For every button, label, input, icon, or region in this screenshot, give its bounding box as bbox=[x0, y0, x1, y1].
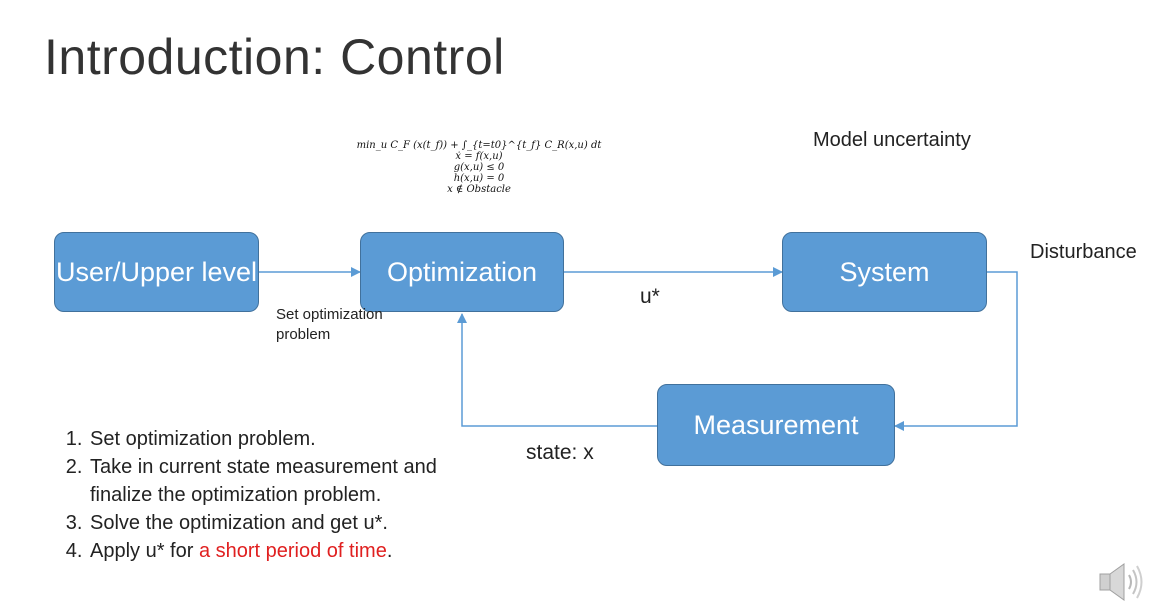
step-item: Take in current state measurement and fi… bbox=[88, 453, 478, 509]
formula-objective: min_u C_F (x(t_f)) + ∫_{t=t0}^{t_f} C_R(… bbox=[356, 140, 602, 151]
label-u-star: u* bbox=[640, 285, 660, 308]
step-item: Apply u* for a short period of time. bbox=[88, 537, 478, 565]
optimization-formula: min_u C_F (x(t_f)) + ∫_{t=t0}^{t_f} C_R(… bbox=[354, 140, 604, 195]
formula-inequality: g(x,u) ≤ 0 bbox=[453, 162, 505, 173]
block-user-upper-level: User/Upper level bbox=[54, 232, 259, 312]
block-system: System bbox=[782, 232, 987, 312]
step-item: Set optimization problem. bbox=[88, 425, 478, 453]
label-state-x: state: x bbox=[526, 441, 594, 464]
step-4-end: . bbox=[386, 540, 393, 562]
arrow-measurement-to-optimization bbox=[457, 313, 657, 427]
formula-obstacle: x ∉ Obstacle bbox=[447, 184, 511, 195]
block-optimization: Optimization bbox=[360, 232, 564, 312]
slide-title: Introduction: Control bbox=[44, 29, 505, 85]
arrow-system-to-measurement bbox=[894, 271, 1018, 431]
block-measurement: Measurement bbox=[657, 384, 895, 466]
speaker-icon[interactable] bbox=[1098, 560, 1146, 604]
step-item: Solve the optimization and get u*. bbox=[88, 509, 478, 537]
steps-list: Set optimization problem. Take in curren… bbox=[54, 425, 478, 565]
formula-dynamics: ẋ = f(x,u) bbox=[455, 151, 503, 162]
label-model-uncertainty: Model uncertainty bbox=[813, 129, 971, 151]
formula-equality: h(x,u) = 0 bbox=[453, 173, 505, 184]
label-set-optimization-problem: Set optimization problem bbox=[276, 306, 383, 343]
step-4-text: Apply u* for bbox=[90, 540, 199, 562]
step-4-highlight: a short period of time bbox=[198, 540, 387, 562]
label-disturbance: Disturbance bbox=[1030, 241, 1137, 263]
